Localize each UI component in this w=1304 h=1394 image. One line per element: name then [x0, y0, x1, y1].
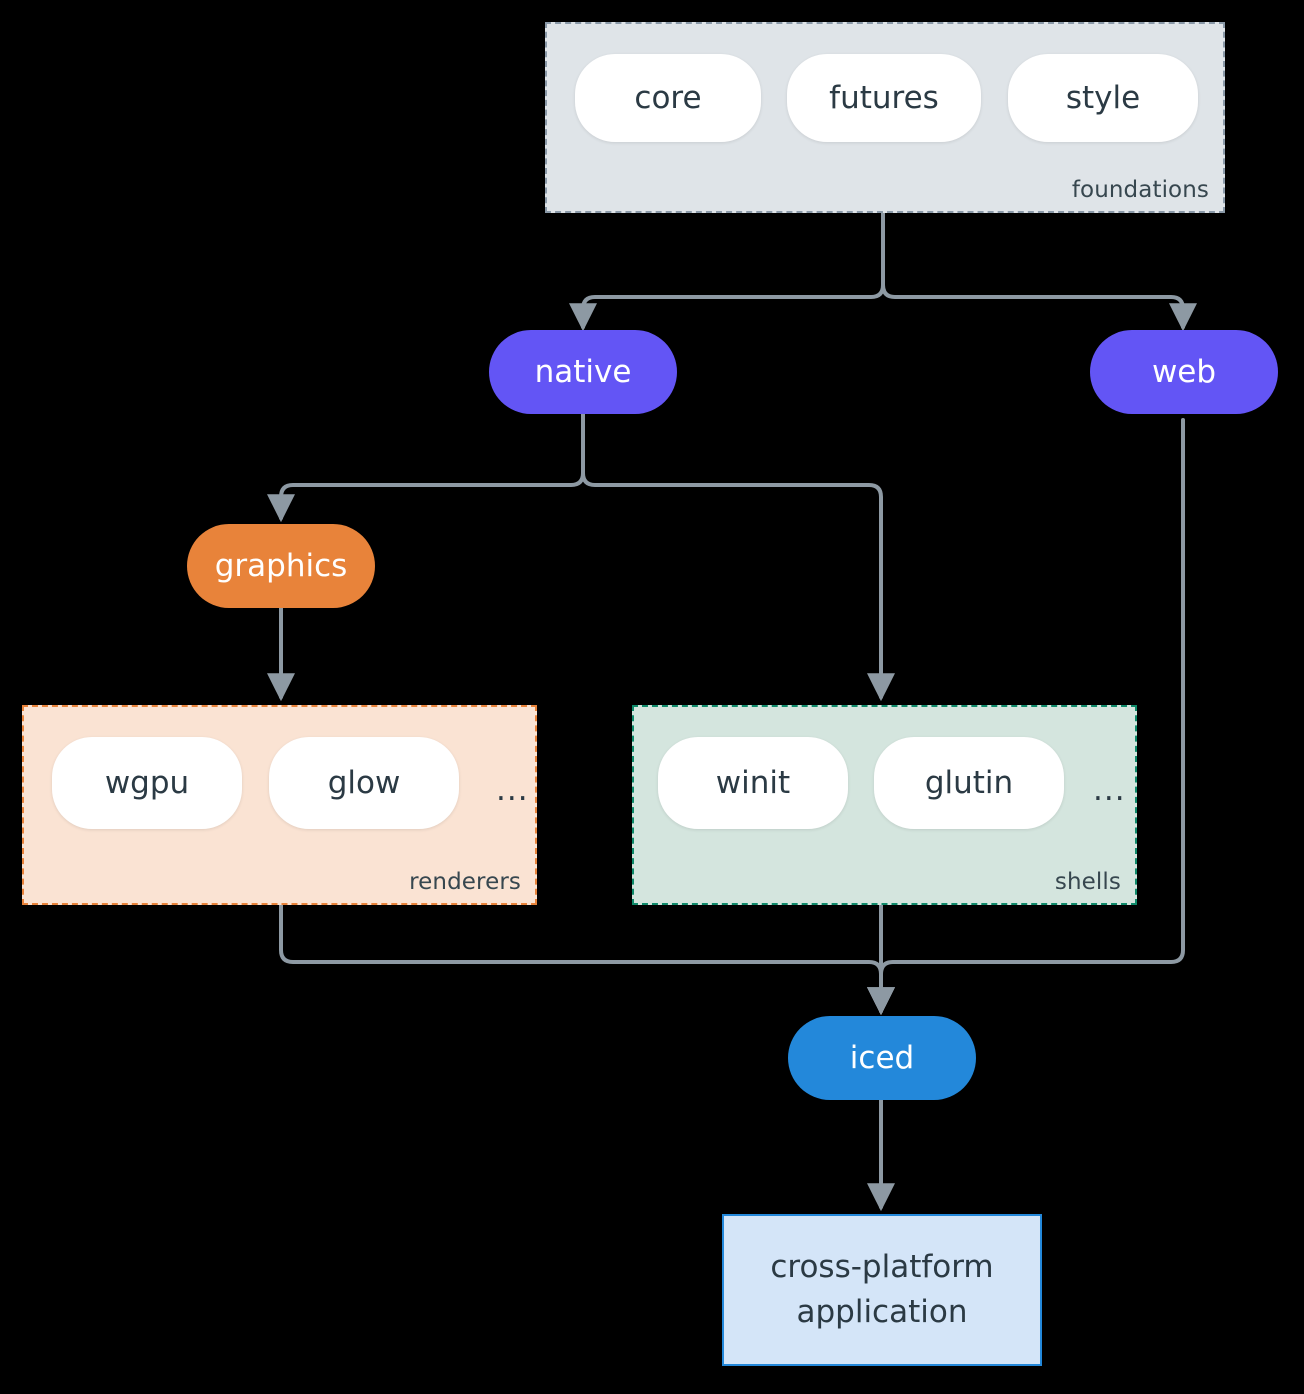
cluster-foundations-label: foundations: [1071, 177, 1209, 203]
application-line-2: application: [796, 1294, 968, 1330]
member-winit-label: winit: [715, 765, 791, 801]
cluster-shells: winit glutin ... shells: [632, 705, 1137, 905]
edge-native-graphics: [267, 412, 585, 523]
member-winit[interactable]: winit: [658, 737, 848, 829]
cluster-shells-label: shells: [1054, 869, 1121, 895]
node-web[interactable]: web: [1090, 330, 1278, 414]
edge-native-shells: [581, 412, 895, 702]
cluster-foundations: core futures style foundations: [545, 22, 1225, 213]
member-core[interactable]: core: [575, 54, 761, 142]
node-native[interactable]: native: [489, 330, 677, 414]
cluster-renderers: wgpu glow ... renderers: [22, 705, 537, 905]
node-native-label: native: [534, 354, 632, 390]
member-glutin-label: glutin: [924, 765, 1014, 801]
application-line-1: cross-platform: [770, 1249, 994, 1286]
node-iced-label: iced: [849, 1040, 915, 1076]
member-style[interactable]: style: [1008, 54, 1198, 142]
member-glow-label: glow: [327, 765, 401, 801]
member-glow[interactable]: glow: [269, 737, 459, 829]
edge-renderers-iced: [279, 903, 895, 1016]
shells-ellipsis: ...: [1093, 772, 1126, 808]
edge-foundations-web: [881, 211, 1197, 332]
renderers-ellipsis: ...: [496, 772, 529, 808]
node-iced[interactable]: iced: [788, 1016, 976, 1100]
node-graphics[interactable]: graphics: [187, 524, 375, 608]
cluster-renderers-label: renderers: [409, 869, 521, 895]
node-cross-platform-application[interactable]: cross-platform application: [722, 1214, 1042, 1366]
member-futures[interactable]: futures: [787, 54, 981, 142]
member-core-label: core: [634, 80, 702, 116]
node-web-label: web: [1151, 354, 1217, 390]
member-glutin[interactable]: glutin: [874, 737, 1064, 829]
member-style-label: style: [1065, 80, 1141, 116]
node-graphics-label: graphics: [214, 548, 348, 584]
member-wgpu-label: wgpu: [104, 765, 190, 801]
member-wgpu[interactable]: wgpu: [52, 737, 242, 829]
member-futures-label: futures: [829, 80, 939, 116]
edge-foundations-native: [569, 211, 885, 332]
